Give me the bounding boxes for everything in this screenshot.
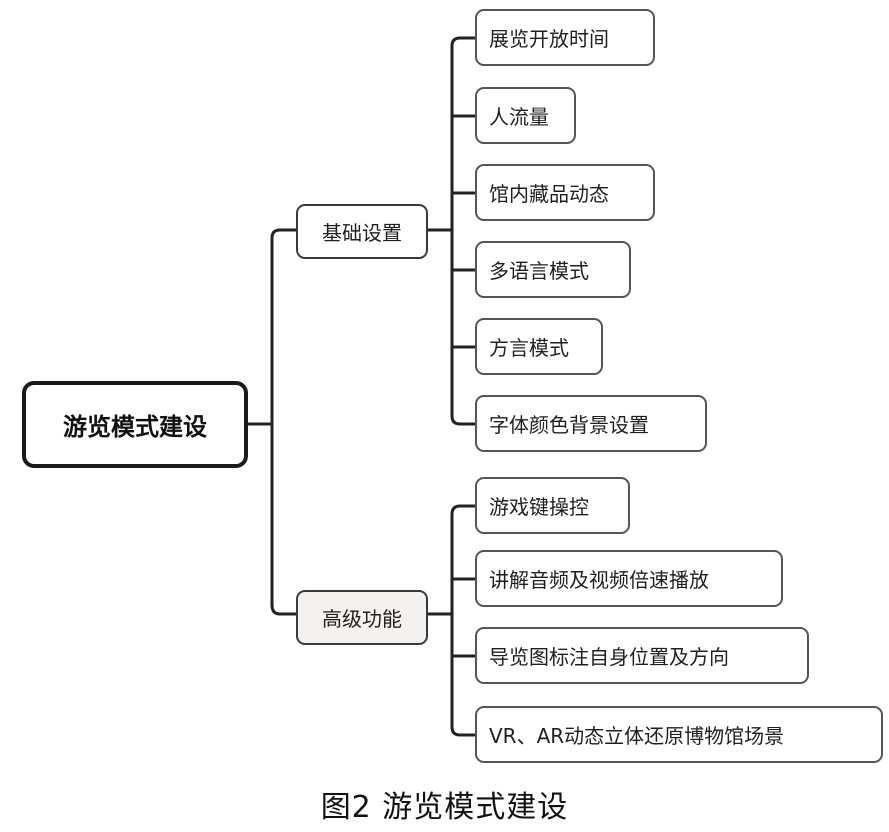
leaf-node: VR、AR动态立体还原博物馆场景 xyxy=(475,706,883,763)
leaf-node: 馆内藏品动态 xyxy=(475,164,655,221)
root-node: 游览模式建设 xyxy=(22,381,248,468)
leaf-node: 游戏键操控 xyxy=(475,477,630,534)
leaf-node: 导览图标注自身位置及方向 xyxy=(475,627,809,684)
leaf-node: 人流量 xyxy=(475,87,576,144)
leaf-node: 展览开放时间 xyxy=(475,9,655,66)
leaf-node: 字体颜色背景设置 xyxy=(475,395,707,452)
branch2-vertical xyxy=(450,504,478,737)
root-trunk-vertical xyxy=(270,228,282,616)
branch-node-basic-settings: 基础设置 xyxy=(296,204,428,259)
figure-caption: 图2 游览模式建设 xyxy=(320,790,569,825)
branch-node-advanced-features: 高级功能 xyxy=(296,590,428,645)
branch1-vertical xyxy=(450,36,478,426)
leaf-node: 多语言模式 xyxy=(475,241,631,298)
leaf-node: 方言模式 xyxy=(475,318,603,375)
leaf-node: 讲解音频及视频倍速播放 xyxy=(475,550,783,607)
